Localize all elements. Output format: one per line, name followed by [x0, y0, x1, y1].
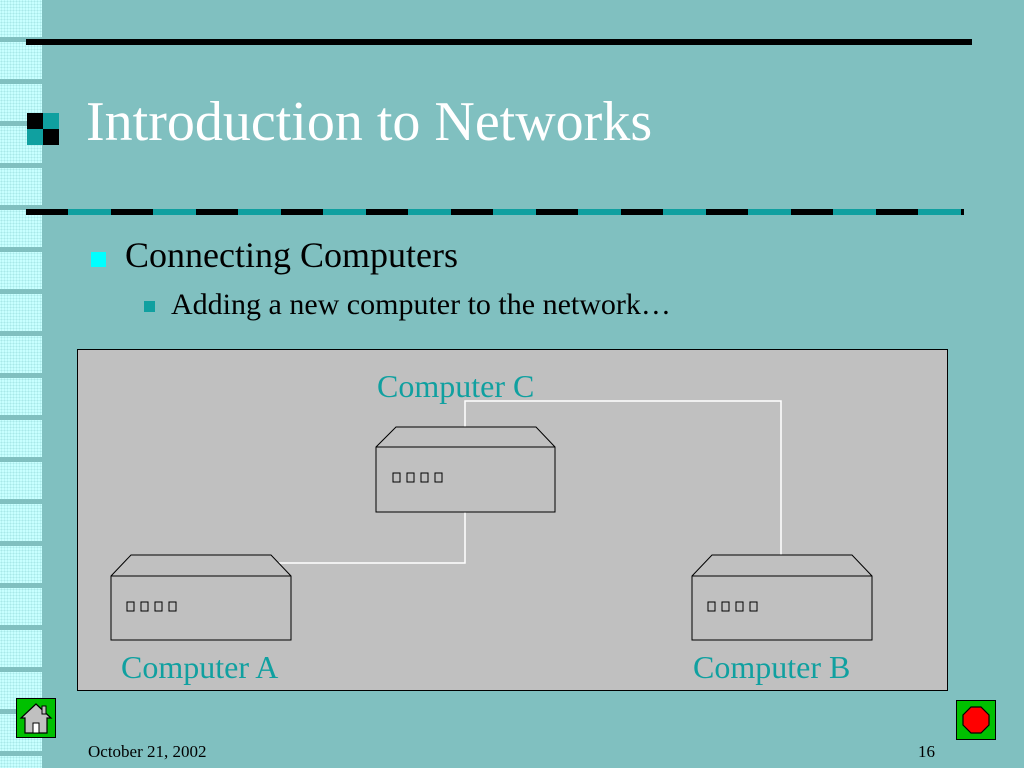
slide-number: 16 — [918, 742, 935, 761]
home-button[interactable] — [16, 698, 56, 738]
slide-title: Introduction to Networks — [86, 91, 653, 153]
stop-button[interactable] — [956, 700, 996, 740]
home-icon — [19, 703, 53, 734]
computer-c-label: Computer C — [377, 368, 535, 404]
connection-line-a-c — [265, 511, 466, 564]
bullet-level2-icon — [144, 301, 155, 312]
computer-c-icon — [375, 426, 556, 513]
title-bullet-icon — [27, 113, 59, 145]
connection-line-c-b — [464, 400, 782, 555]
bullet-level1-icon — [91, 252, 106, 267]
bullet-level1-text: Connecting Computers — [125, 235, 458, 275]
network-diagram: Computer C Computer A Computer B — [77, 349, 948, 691]
computer-a-label: Computer A — [121, 649, 279, 685]
top-rule — [26, 39, 972, 45]
footer-date: October 21, 2002 — [88, 742, 207, 761]
computer-b-icon — [691, 554, 873, 641]
stop-icon — [962, 706, 990, 734]
computer-b-label: Computer B — [693, 649, 851, 685]
title-underline-rule — [26, 209, 964, 215]
bullet-level2-text: Adding a new computer to the network… — [171, 288, 671, 321]
computer-a-icon — [110, 554, 292, 641]
